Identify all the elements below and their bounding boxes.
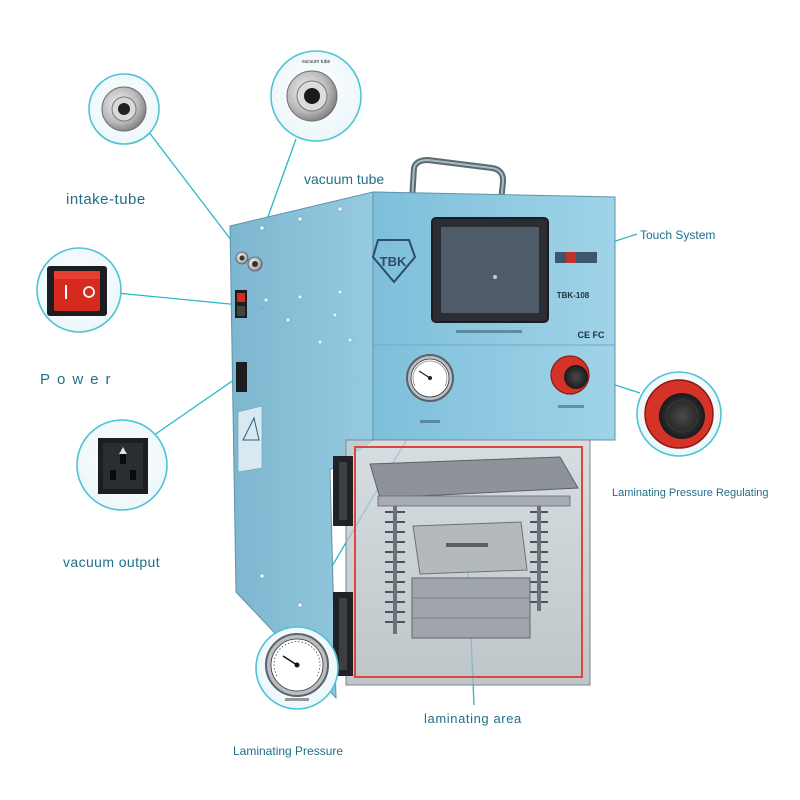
callout-laminating-area: laminating area <box>424 711 522 726</box>
callout-vacuum-tube: vacuum tube <box>304 171 385 187</box>
laminating-chamber <box>333 439 591 686</box>
callout-laminating-pressure-regulating: Laminating Pressure Regulating <box>612 487 769 499</box>
vacuum-tube-tag: vacuum tube <box>302 59 331 65</box>
callout-intake-tube: intake-tube <box>66 191 146 208</box>
model-label: TBK-108 <box>557 291 590 300</box>
power-switch-inset <box>36 247 122 333</box>
pressure-regulating-knob <box>550 355 590 408</box>
pressure-regulating-inset <box>636 371 722 457</box>
side-connectors: ··· <box>235 251 264 392</box>
intake-tube-inset <box>88 73 160 145</box>
callout-line-power <box>116 292 241 306</box>
chamber-seal <box>354 446 583 678</box>
laminating-pressure-inset <box>255 626 339 710</box>
callout-vacuum-output: vacuum output <box>63 554 161 570</box>
laminating-machine: TBK TBK-108 CE FC <box>229 157 616 700</box>
brand-label: TBK <box>380 254 407 269</box>
callout-line-output <box>146 376 239 441</box>
vacuum-output-inset <box>76 419 168 511</box>
callout-power: Power <box>40 371 118 388</box>
ce-mark: CE FC <box>578 330 606 340</box>
callout-line-intake <box>147 130 239 250</box>
touch-screen <box>441 227 539 313</box>
svg-text:···: ··· <box>260 307 264 311</box>
callout-touch-system: Touch System <box>640 228 716 242</box>
front-pressure-gauge <box>406 354 454 423</box>
tbk-logo: TBK <box>371 239 417 284</box>
callout-laminating-pressure: Laminating Pressure <box>233 744 344 758</box>
vacuum-tube-inset: vacuum tube <box>270 50 362 142</box>
